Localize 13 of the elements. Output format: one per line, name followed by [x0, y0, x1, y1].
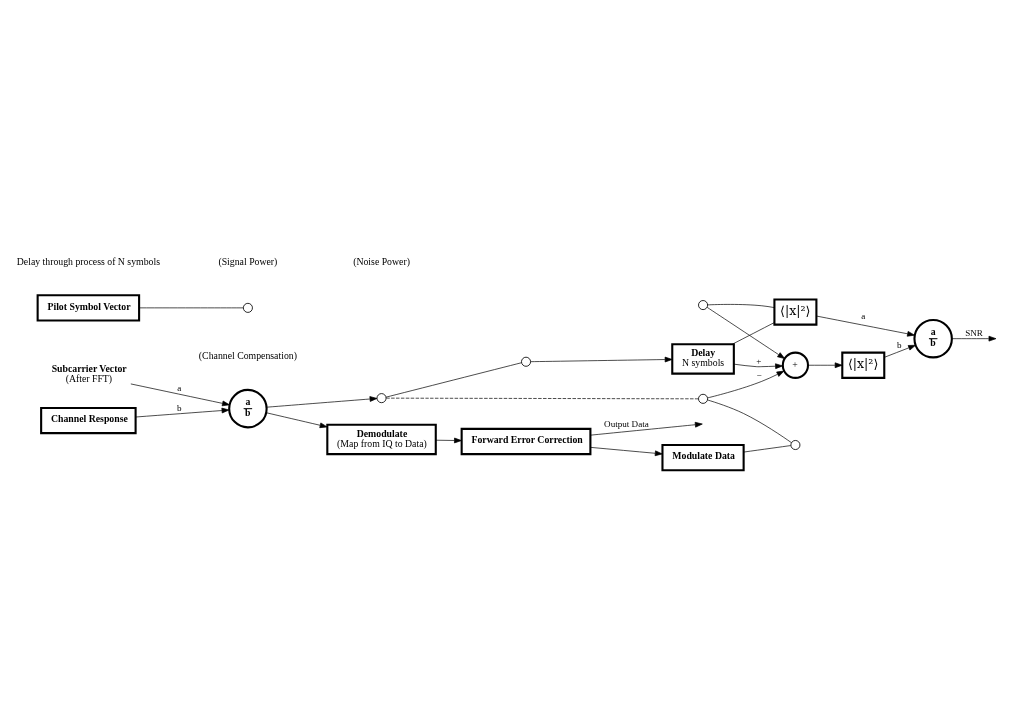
- label: (Signal Power): [218, 255, 278, 267]
- edge-label: a: [861, 310, 866, 321]
- edge-label: a: [177, 382, 182, 393]
- edge-label: +: [756, 356, 762, 367]
- edge-label: −: [756, 370, 762, 381]
- edge-label: SNR: [965, 328, 983, 339]
- node-text: Subcarrier Vector (After FFT): [51, 363, 127, 385]
- node-label: (Channel Compensation): [198, 350, 297, 362]
- label: (Noise Power): [353, 255, 410, 267]
- edge-label: b: [897, 340, 902, 351]
- edge-label: b: [177, 403, 182, 414]
- edge-label: Output Data: [604, 419, 649, 430]
- label: Delay through process of N symbols: [16, 255, 160, 267]
